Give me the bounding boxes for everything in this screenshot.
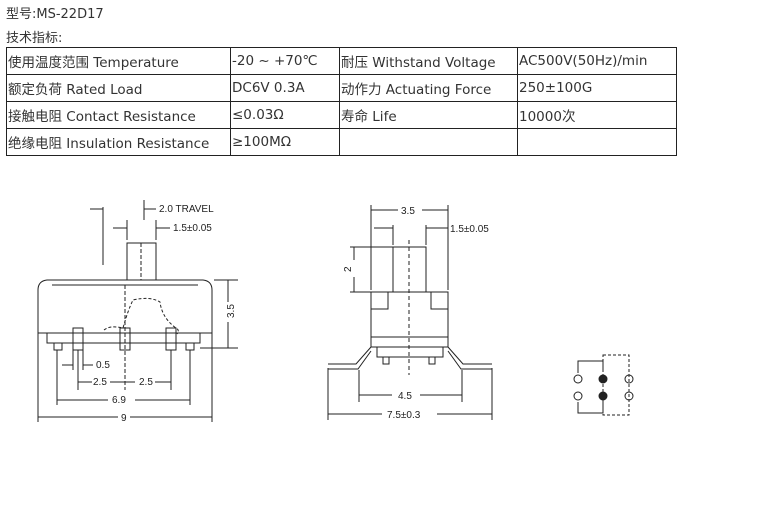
spec-label: 额定负荷 Rated Load: [6, 74, 231, 102]
spec-label: 使用温度范围 Temperature: [6, 47, 231, 75]
actuator-height-label: 2: [343, 266, 354, 272]
specs-heading: 技术指标:: [6, 31, 63, 46]
pin-width-label: 0.5: [96, 360, 110, 371]
spec-value: 250±100G: [517, 74, 677, 102]
model-title: 型号:MS-22D17: [6, 7, 104, 22]
body-width-label: 3.5: [401, 206, 415, 217]
spec-label: 绝缘电阻 Insulation Resistance: [6, 128, 231, 156]
spec-value: DC6V 0.3A: [230, 74, 340, 102]
spec-label: 耐压 Withstand Voltage: [339, 47, 518, 75]
pin-layout-diagram: [573, 354, 634, 416]
side-view-drawing: 3.5 1.5±0.05 2 4.5 7.5±0.3: [327, 205, 493, 421]
actuator-width-label: 1.5±0.05: [173, 223, 212, 234]
table-row: 使用温度范围 Temperature -20 ~ +70℃ 耐压 Withsta…: [6, 47, 677, 75]
specs-table: 使用温度范围 Temperature -20 ~ +70℃ 耐压 Withsta…: [6, 47, 677, 156]
spec-value: ≤0.03Ω: [230, 101, 340, 129]
front-view-drawing: 2.0 TRAVEL 1.5±0.05 3.5 0.5 2.5 2.5 6.9 …: [37, 200, 238, 424]
foot-inner-label: 4.5: [398, 391, 412, 402]
spec-label: 接触电阻 Contact Resistance: [6, 101, 231, 129]
pin-span-label: 6.9: [112, 395, 126, 406]
spec-value: ≥100MΩ: [230, 128, 340, 156]
pitch-right-label: 2.5: [139, 377, 153, 388]
actuator-width-label: 1.5±0.05: [450, 224, 489, 235]
width-label: 9: [121, 413, 127, 424]
table-row: 绝缘电阻 Insulation Resistance ≥100MΩ: [6, 128, 677, 156]
spec-value: [517, 128, 677, 156]
foot-outer-label: 7.5±0.3: [387, 410, 421, 421]
travel-label: 2.0 TRAVEL: [159, 204, 214, 215]
table-row: 额定负荷 Rated Load DC6V 0.3A 动作力 Actuating …: [6, 74, 677, 102]
spec-label: 动作力 Actuating Force: [339, 74, 518, 102]
pitch-left-label: 2.5: [93, 377, 107, 388]
spec-value: AC500V(50Hz)/min: [517, 47, 677, 75]
height-label: 3.5: [226, 304, 237, 318]
spec-label: [339, 128, 518, 156]
